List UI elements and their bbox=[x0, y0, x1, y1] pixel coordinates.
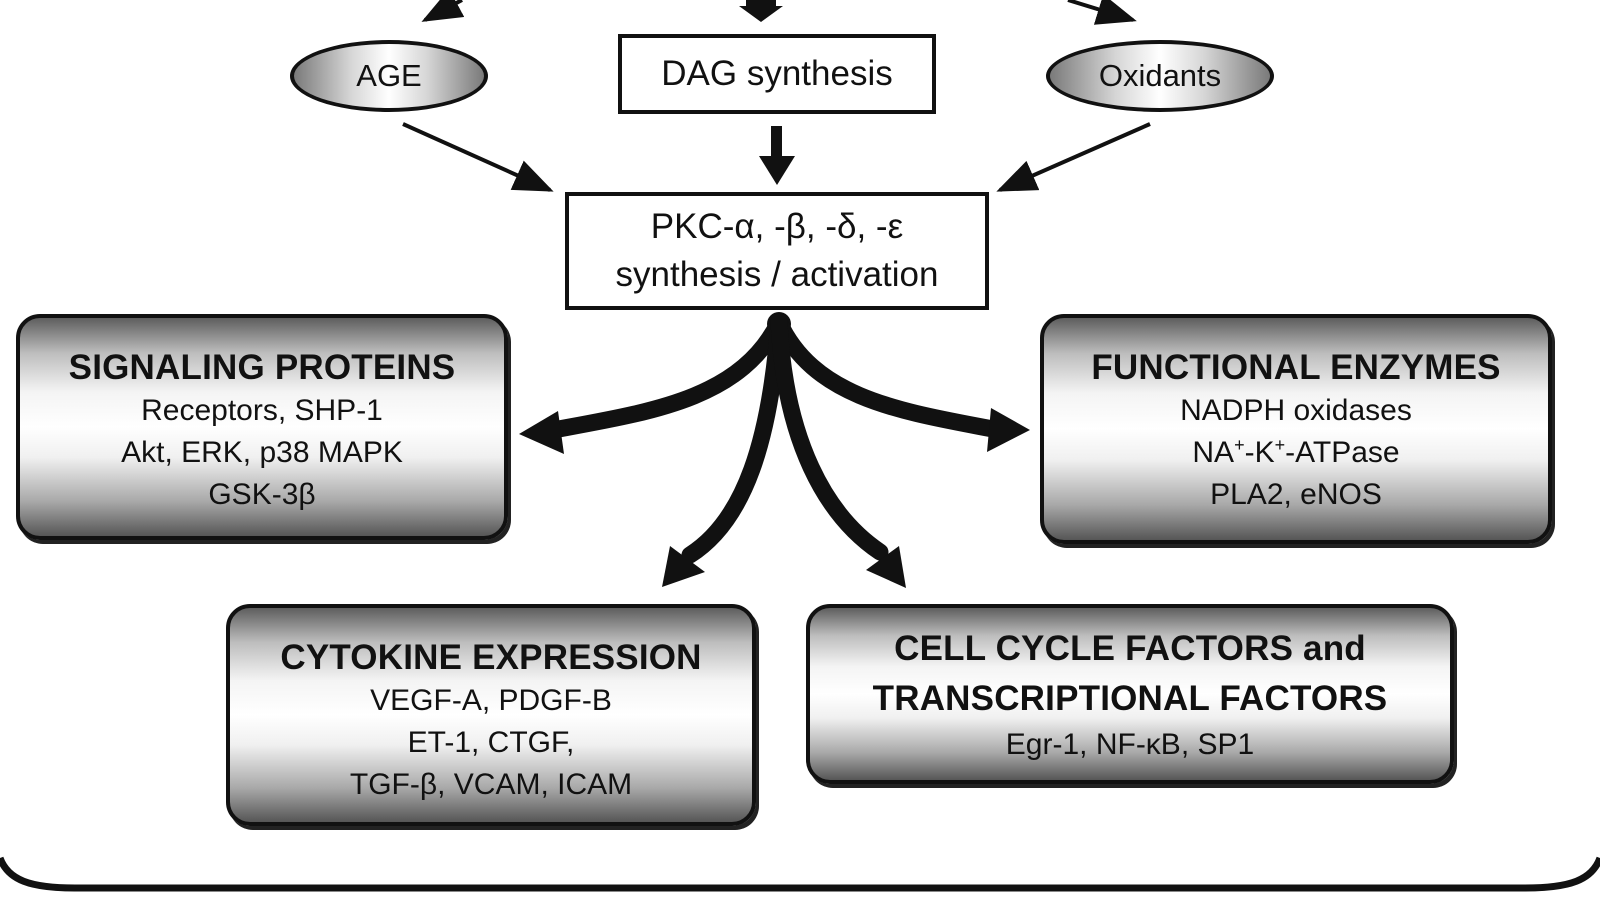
cellcycle-title-1: CELL CYCLE FACTORS and bbox=[894, 629, 1366, 668]
head-to-functional bbox=[987, 408, 1030, 452]
functional-item-atpase: NA+-K+-ATPase bbox=[1192, 432, 1399, 474]
atpase-part: -K bbox=[1244, 436, 1275, 469]
pkc-node: PKC-α, -β, -δ, -ε synthesis / activation bbox=[565, 192, 989, 310]
head-to-cellcycle bbox=[866, 546, 906, 588]
signaling-title: SIGNALING PROTEINS bbox=[68, 348, 456, 387]
cytokine-expression-box: CYTOKINE EXPRESSION VEGF-A, PDGF-B ET-1,… bbox=[226, 604, 756, 826]
cytokine-item: ET-1, CTGF, bbox=[407, 726, 575, 759]
arrow-top-right bbox=[1067, 0, 1137, 25]
cytokine-item: TGF-β, VCAM, ICAM bbox=[349, 768, 633, 801]
oxidants-node: Oxidants bbox=[1046, 40, 1274, 112]
cytokine-title: CYTOKINE EXPRESSION bbox=[280, 638, 702, 677]
cytokine-item: VEGF-A, PDGF-B bbox=[370, 684, 612, 717]
curve-to-cellcycle bbox=[770, 313, 889, 561]
functional-enzymes-box: FUNCTIONAL ENZYMES NADPH oxidases NA+-K+… bbox=[1040, 314, 1552, 544]
functional-item: PLA2, eNOS bbox=[1210, 478, 1382, 511]
cell-cycle-factors-box: CELL CYCLE FACTORS and TRANSCRIPTIONAL F… bbox=[806, 604, 1454, 784]
atpase-superscript: + bbox=[1274, 435, 1286, 455]
pkc-isoforms: PKC-α, -β, -δ, -ε bbox=[650, 207, 904, 246]
atpase-superscript: + bbox=[1234, 435, 1245, 455]
signaling-item: Akt, ERK, p38 MAPK bbox=[121, 436, 403, 469]
signaling-proteins-box: SIGNALING PROTEINS Receptors, SHP-1 Akt,… bbox=[16, 314, 508, 540]
signaling-item: GSK-3β bbox=[208, 478, 316, 511]
arrow-age-to-pkc bbox=[402, 122, 554, 192]
age-node: AGE bbox=[290, 40, 488, 112]
functional-item: NADPH oxidases bbox=[1180, 394, 1412, 427]
arrow-oxidants-to-pkc bbox=[996, 122, 1151, 192]
head-to-signaling bbox=[519, 411, 564, 454]
dag-synthesis-node: DAG synthesis bbox=[618, 34, 936, 114]
curve-to-functional bbox=[770, 313, 1007, 439]
oxidants-label: Oxidants bbox=[1098, 58, 1222, 93]
cellcycle-title-2: TRANSCRIPTIONAL FACTORS bbox=[872, 679, 1388, 718]
arrow-dag-to-pkc bbox=[759, 126, 795, 185]
cellcycle-item: Egr-1, NF-κB, SP1 bbox=[1005, 728, 1255, 761]
age-label: AGE bbox=[356, 58, 422, 93]
dag-label: DAG synthesis bbox=[661, 54, 893, 93]
bottom-bracket bbox=[0, 856, 1600, 892]
pkc-activation: synthesis / activation bbox=[615, 255, 939, 294]
curve-to-signaling bbox=[539, 313, 788, 440]
functional-title: FUNCTIONAL ENZYMES bbox=[1091, 348, 1501, 387]
atpase-part: -ATPase bbox=[1285, 436, 1400, 469]
arrow-top-center bbox=[739, 0, 783, 22]
arrow-top-left bbox=[421, 0, 465, 22]
head-to-cytokine bbox=[662, 546, 705, 587]
atpase-part: NA bbox=[1192, 436, 1235, 469]
signaling-item: Receptors, SHP-1 bbox=[141, 394, 383, 427]
